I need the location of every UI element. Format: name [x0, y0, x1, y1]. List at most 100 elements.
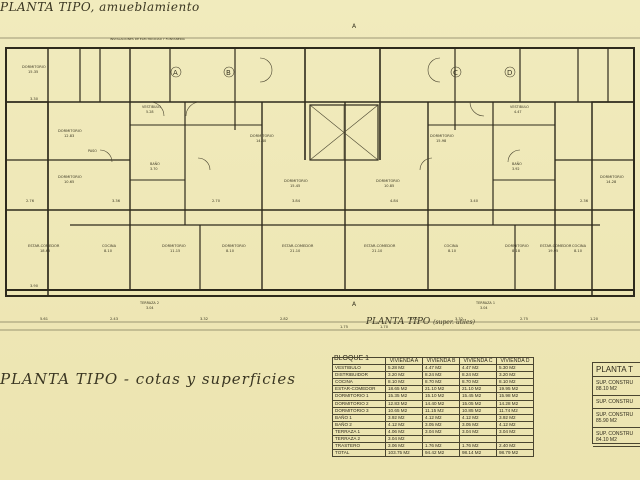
room-label: DORMITORIO: [22, 65, 46, 69]
cell-value: 14.40 M2: [422, 399, 460, 408]
cell-value: 8.70 M2: [422, 378, 460, 387]
header-cell: VIVIENDA D: [496, 356, 534, 366]
room-area: 8.10: [104, 249, 113, 253]
room-label: DORMITORIO: [58, 129, 82, 133]
cell-value: 11.15 M2: [422, 406, 460, 415]
cell-value: 21.10 M2: [459, 385, 497, 394]
svg-text:3.40: 3.40: [470, 199, 479, 203]
room-label: DORMITORIO: [284, 179, 308, 183]
cell-value: 3.06 M2: [385, 442, 423, 451]
cell-value: 15.10 M2: [422, 392, 460, 401]
room-label: PASO: [88, 149, 97, 153]
room-label: TERRAZA 2: [139, 301, 159, 305]
row-label: TERRAZA 1: [332, 427, 386, 437]
room-label: DORMITORIO: [505, 244, 529, 248]
areas-table: VIVIENDA A VIVIENDA B VIVIENDA C VIVIEND…: [332, 356, 534, 458]
room-label: ESTAR-COMEDOR: [282, 244, 314, 248]
room-area: 10.65: [64, 180, 74, 184]
cell-value: 3.04 M2: [496, 427, 534, 437]
room-label: COCINA: [444, 244, 459, 248]
row-label: TOTAL: [332, 449, 386, 458]
row-label: COCINA: [332, 378, 386, 387]
cell-value: [422, 435, 460, 444]
room-label: DORMITORIO: [430, 134, 454, 138]
cell-value: 3.04 M2: [385, 435, 423, 444]
cell-value: 4.12 M2: [385, 420, 423, 429]
room-area: 21.10: [372, 249, 383, 253]
svg-text:3.01: 3.01: [410, 317, 418, 321]
horizontal-walls: [6, 101, 634, 226]
svg-text:3.32: 3.32: [200, 317, 208, 321]
cell-value: 21.10 M2: [422, 385, 460, 394]
cell-value: 15.35 M2: [385, 392, 423, 401]
cell-value: 15.05 M2: [459, 399, 497, 408]
summary-row: SUP. CONSTRU 84.10 M2: [593, 428, 640, 447]
cell-value: 103.75 M2: [385, 449, 423, 458]
summary-box: PLANTA T SUP. CONSTRU 88.10 M2 SUP. CONS…: [592, 362, 640, 447]
row-label: DORMITORIO 3: [332, 406, 386, 415]
svg-text:5.61: 5.61: [40, 317, 48, 321]
room-label: TERRAZA 1: [475, 301, 495, 305]
svg-text:2.75: 2.75: [520, 317, 528, 321]
row-label: BAÑO 2: [332, 420, 386, 429]
header-cell: VIVIENDA C: [459, 356, 497, 366]
cell-value: 3.04 M2: [459, 427, 497, 437]
summary-row: SUP. CONSTRU 85.90 M2: [593, 409, 640, 428]
cell-value: 11.74 M2: [496, 406, 534, 415]
cell-value: 19.95 M2: [496, 385, 534, 394]
cell-value: 14.28 M2: [496, 399, 534, 408]
plan-caption-main: PLANTA TIPO: [366, 317, 431, 327]
cell-value: 12.83 M2: [385, 399, 423, 408]
svg-text:2.36: 2.36: [580, 199, 589, 203]
cell-value: 8.10 M2: [496, 378, 534, 387]
room-area: 3.04: [480, 306, 488, 310]
plan-caption-note: (super. utiles): [433, 319, 475, 326]
cell-value: 8.24 M2: [422, 371, 460, 380]
cell-value: 3.04 M2: [422, 427, 460, 437]
cell-value: 10.65 M2: [385, 406, 423, 415]
dimension-values: 3.30 2.76 3.36 2.70 3.84 4.84 3.40 2.36 …: [26, 97, 599, 329]
cell-value: 3.92 M2: [385, 413, 423, 422]
cell-value: 8.70 M2: [459, 378, 497, 387]
room-label: ESTAR-COMEDOR: [28, 244, 60, 248]
room-labels: DORMITORIO 15.35 DORMITORIO 12.83 DORMIT…: [22, 37, 624, 310]
room-area: 15.98: [436, 139, 447, 143]
room-label: COCINA: [572, 244, 587, 248]
room-area: 8.10: [574, 249, 583, 253]
room-area: 15.45: [290, 184, 300, 188]
cell-value: 15.98 M2: [496, 392, 534, 401]
cell-value: 4.12 M2: [422, 413, 460, 422]
svg-text:3.36: 3.36: [112, 199, 121, 203]
room-area: 12.83: [64, 134, 74, 138]
room-area: 11.15: [170, 249, 180, 253]
svg-text:1.70: 1.70: [380, 325, 389, 329]
cell-value: 3.20 M2: [496, 371, 534, 380]
cell-value: 4.47 M2: [422, 364, 460, 373]
row-label: DISTRIBUIDOR: [332, 371, 386, 380]
cell-value: 5.28 M2: [385, 364, 423, 373]
cell-value: 2.40 M2: [496, 442, 534, 451]
section-c: C: [453, 69, 458, 77]
cell-value: 1.76 M2: [422, 442, 460, 451]
row-label: TERRAZA 2: [332, 435, 386, 444]
room-label: DORMITORIO: [162, 244, 186, 248]
room-label: ESTAR-COMEDOR: [540, 244, 572, 248]
section-markers: A B C D A A: [170, 23, 516, 308]
room-label: VESTIBULO: [510, 105, 529, 109]
svg-text:3.32: 3.32: [455, 317, 463, 321]
cell-value: 18.65 M2: [385, 385, 423, 394]
room-area: 15.35: [28, 70, 38, 74]
stair-core: [309, 104, 379, 161]
sheet-title: PLANTA TIPO, amueblamiento: [0, 0, 200, 14]
plan-caption: PLANTA TIPO (super. utiles): [366, 317, 475, 327]
cell-value: [459, 435, 497, 444]
section-d: D: [507, 69, 512, 77]
section-a: A: [173, 69, 178, 77]
